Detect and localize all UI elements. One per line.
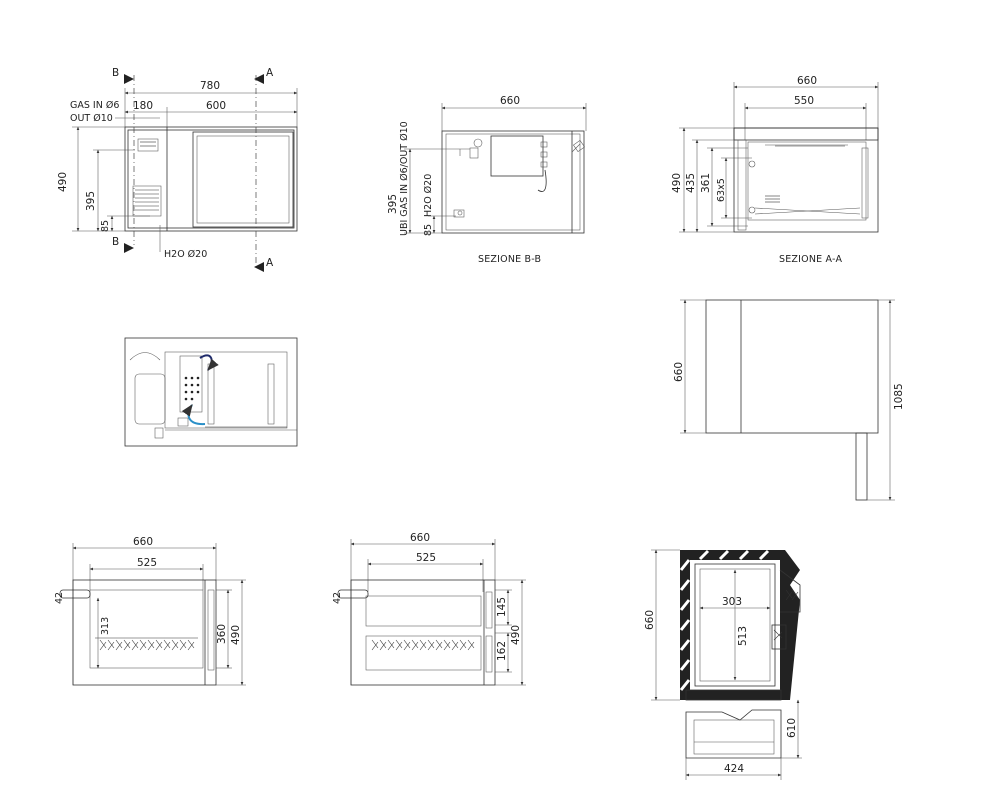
dim-drawer-open: 610 <box>786 718 798 738</box>
dim-shelf-top-offset: 42 <box>54 592 65 604</box>
shelf-grid <box>99 639 195 651</box>
drawer-grid <box>371 639 475 651</box>
dim-top-depth: 660 <box>673 362 685 382</box>
top-view: 660 1085 <box>673 299 905 501</box>
dim-aa-pitch: 63x5 <box>716 178 727 202</box>
dim-aa-inner-width: 550 <box>794 95 814 107</box>
dim-bb-width: 660 <box>500 95 520 107</box>
section-aa: 660 550 490 435 361 63x5 SEZI <box>671 75 879 265</box>
dim-water-height: 85 <box>100 220 111 232</box>
gas-in-label: GAS IN Ø6 <box>70 100 119 111</box>
dim-gas-height: 395 <box>85 191 97 211</box>
dim-overall-width: 780 <box>200 80 220 92</box>
gas-out-label: OUT Ø10 <box>70 113 113 124</box>
dim-plan-depth: 660 <box>644 610 656 630</box>
front-view: 780 180 600 GAS IN Ø6 OUT Ø10 490 <box>57 67 298 272</box>
section-mark-b-bottom: B <box>112 236 119 248</box>
dim-door-width: 600 <box>206 100 226 112</box>
section-aa-title: SEZIONE A-A <box>779 254 842 265</box>
dim-shelf-width: 660 <box>133 536 153 548</box>
dim-compartment-width: 180 <box>133 100 153 112</box>
vent-holes <box>184 376 200 401</box>
insulation-stripes <box>679 549 770 691</box>
vent-grill <box>135 189 159 211</box>
dim-drawer-height: 490 <box>510 625 522 645</box>
electrical-box <box>490 135 544 177</box>
bb-side-label: UBI GAS IN Ø6/OUT Ø10 <box>399 121 410 236</box>
dim-bb-gas-height: 395 <box>387 194 399 214</box>
dim-height: 490 <box>57 172 69 192</box>
dim-shelf-360: 360 <box>216 624 228 644</box>
drawer-section: 660 525 42 145 162 490 <box>332 532 526 686</box>
dim-shelf-inner-height: 313 <box>100 617 111 635</box>
gas-connection-block <box>137 138 159 152</box>
dim-aa-435: 435 <box>685 173 697 193</box>
dim-drawer-top: 145 <box>496 597 508 617</box>
section-bb-title: SEZIONE B-B <box>478 254 541 265</box>
plan-section: 660 303 513 610 424 <box>644 549 802 780</box>
section-mark-b-top: B <box>112 67 119 79</box>
interior-view <box>124 337 298 447</box>
dim-aa-outer-width: 660 <box>797 75 817 87</box>
dim-shelf-490: 490 <box>230 625 242 645</box>
water-label: H2O Ø20 <box>164 249 207 260</box>
section-mark-a-bottom: A <box>266 257 274 269</box>
dim-plan-inner-depth: 513 <box>737 626 749 646</box>
dim-drawer-bottom: 162 <box>496 641 508 661</box>
dim-drawer-inner-width: 525 <box>416 552 436 564</box>
dim-shelf-inner-width: 525 <box>137 557 157 569</box>
dim-aa-total-height: 490 <box>671 173 683 193</box>
bb-water-label: H2O Ø20 <box>423 174 434 217</box>
dim-top-open-depth: 1085 <box>893 383 905 410</box>
dim-drawer-width-plan: 424 <box>724 763 744 775</box>
dim-aa-361: 361 <box>700 173 712 193</box>
section-mark-a-top: A <box>266 67 274 79</box>
shelf-section: 660 525 42 313 360 490 <box>54 536 246 686</box>
dim-bb-water-height: 85 <box>423 224 434 236</box>
dim-plan-inner-width: 303 <box>722 596 742 608</box>
dim-drawer-width: 660 <box>410 532 430 544</box>
dim-drawer-top-offset: 42 <box>332 592 343 604</box>
section-bb: 660 395 UBI GAS IN Ø6/OUT Ø10 H2O Ø20 85… <box>387 95 587 265</box>
